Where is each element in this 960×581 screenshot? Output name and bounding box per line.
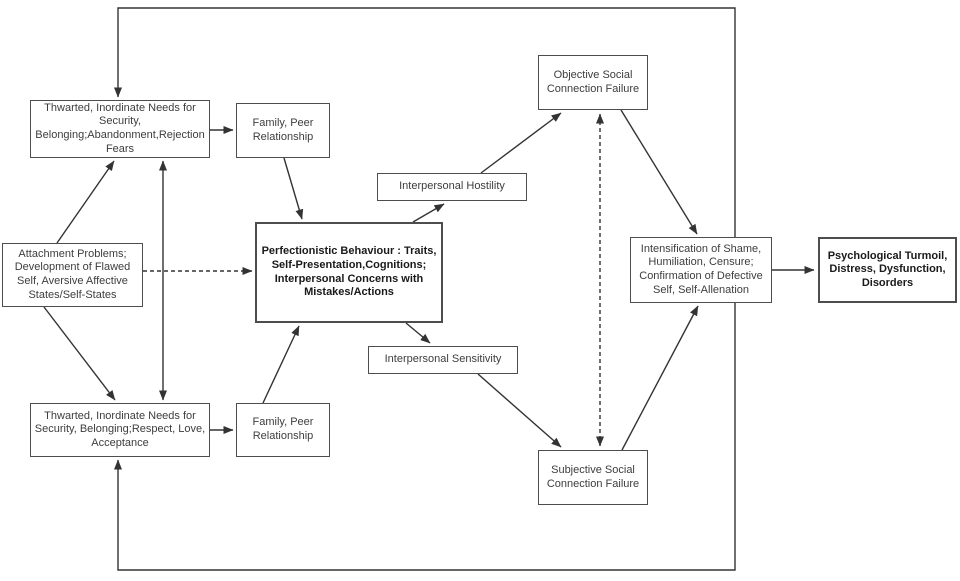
arrow-perfectionistic-to-hostility (412, 203, 445, 223)
arrow-sensitivity-to-subjective (477, 373, 562, 448)
box-thwarted-needs-respect: Thwarted, Inordinate Needs for Security,… (30, 403, 210, 457)
arrow-objective-to-intensification (620, 109, 698, 235)
box-label: Objective Social Connection Failure (546, 68, 640, 95)
arrow-perfectionistic-to-sensitivity (405, 322, 431, 344)
box-label: Subjective Social Connection Failure (546, 463, 640, 490)
arrow-hostility-to-objective (480, 112, 562, 174)
arrow-attachment-to-needs-top (56, 160, 115, 244)
box-interpersonal-hostility: Interpersonal Hostility (377, 173, 527, 201)
box-thwarted-needs-abandonment: Thwarted, Inordinate Needs for Security,… (30, 100, 210, 158)
box-interpersonal-sensitivity: Interpersonal Sensitivity (368, 346, 518, 374)
box-attachment-problems: Attachment Problems; Development of Flaw… (2, 243, 143, 307)
box-objective-social-connection-failure: Objective Social Connection Failure (538, 55, 648, 110)
arrow-feedback-top-loop (114, 7, 736, 237)
box-psychological-turmoil: Psychological Turmoil, Distress, Dysfunc… (818, 237, 957, 303)
box-family-peer-relationship-bottom: Family, Peer Relationship (236, 403, 330, 457)
box-label: Interpersonal Hostility (399, 180, 505, 193)
arrow-subjective-to-intensification (621, 305, 699, 451)
box-label: Thwarted, Inordinate Needs for Security,… (34, 409, 206, 449)
box-perfectionistic-behaviour: Perfectionistic Behaviour : Traits, Self… (255, 222, 443, 323)
box-label: Family, Peer Relationship (252, 416, 314, 442)
box-label: Intensification of Shame, Humiliation, C… (639, 242, 763, 296)
arrow-family-bottom-to-perfectionistic (262, 325, 300, 404)
arrow-attachment-to-needs-bottom (43, 306, 116, 401)
box-label: Perfectionistic Behaviour : Traits, Self… (261, 245, 437, 299)
arrow-family-top-to-perfectionistic (283, 157, 304, 220)
box-label: Interpersonal Sensitivity (384, 353, 502, 366)
box-label: Thwarted, Inordinate Needs for Security,… (35, 101, 205, 155)
box-intensification-of-shame: Intensification of Shame, Humiliation, C… (630, 237, 772, 303)
box-label: Family, Peer Relationship (252, 116, 314, 143)
box-family-peer-relationship-top: Family, Peer Relationship (236, 103, 330, 158)
box-subjective-social-connection-failure: Subjective Social Connection Failure (538, 450, 648, 505)
arrow-feedback-bottom-loop (114, 303, 736, 571)
box-label: Psychological Turmoil, Distress, Dysfunc… (827, 249, 948, 289)
box-label: Attachment Problems; Development of Flaw… (14, 247, 131, 301)
